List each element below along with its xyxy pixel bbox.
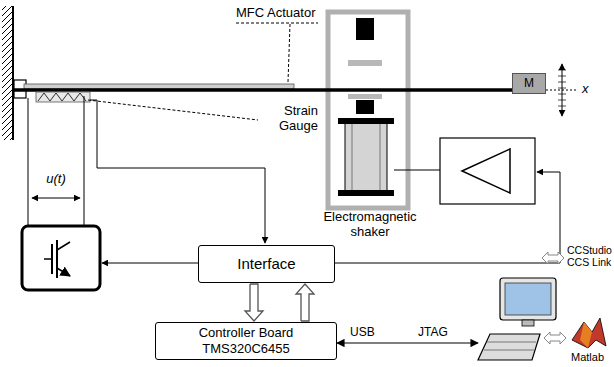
part-label: Electromagnetic shaker <box>316 210 424 240</box>
software-label: Matlab <box>571 351 611 364</box>
leader-line <box>288 24 290 82</box>
data-arrow <box>296 284 314 321</box>
leader-line <box>236 23 318 24</box>
interface-label: JTAG <box>418 326 458 340</box>
usb-link <box>337 342 478 343</box>
signal-name: u(t) <box>34 172 78 187</box>
leader-line <box>88 100 258 120</box>
node-text: Controller Board TMS320C6455 <box>160 325 332 356</box>
strain-gauge <box>36 92 90 102</box>
part-label: Strain Gauge <box>262 104 318 134</box>
link-arrow <box>544 332 566 344</box>
shaker <box>338 18 394 196</box>
shaker-wire <box>394 170 440 171</box>
data-arrow <box>245 284 263 321</box>
part-label: MFC Actuator <box>236 6 320 21</box>
controller-board: Controller Board TMS320C6455 <box>155 322 337 360</box>
signal-wire <box>90 100 265 243</box>
electrode-wires <box>28 96 84 226</box>
node-text: M <box>524 76 534 90</box>
beam <box>13 88 546 92</box>
computer-icon <box>478 278 556 360</box>
software-label: CCStudio CCS Link <box>567 244 613 268</box>
matlab-logo <box>572 318 606 348</box>
interface-box: Interface <box>198 245 335 283</box>
wall <box>2 6 13 140</box>
axis-label: x <box>582 82 596 97</box>
mass-block: M <box>512 73 546 94</box>
node-text: Interface <box>237 255 295 273</box>
link-arrow <box>542 252 564 264</box>
displacement-scale <box>546 64 576 116</box>
power-switch <box>22 226 100 290</box>
amplifier <box>440 138 535 204</box>
interface-label: USB <box>350 326 386 340</box>
shaker-housing <box>328 12 408 208</box>
drive-wire <box>102 263 198 264</box>
